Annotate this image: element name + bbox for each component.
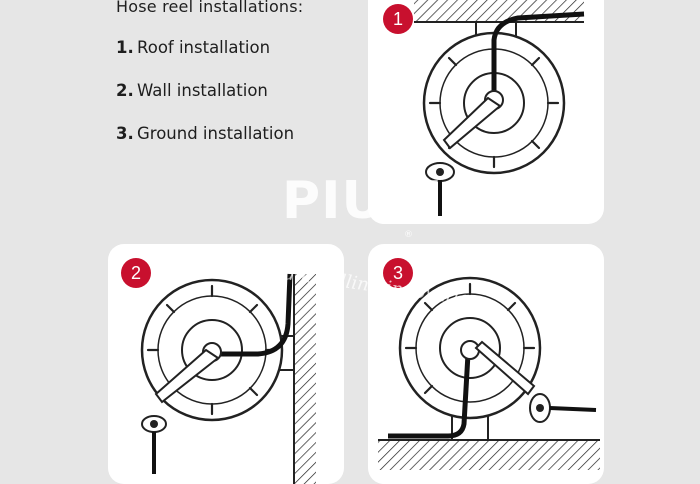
installation-list: 1. Roof installation 2. Wall installatio… <box>116 38 294 167</box>
roof-installation-card: 1 <box>368 0 604 224</box>
list-item-ground: 3. Ground installation <box>116 124 294 167</box>
list-label: Wall installation <box>137 81 268 100</box>
list-number: 1. <box>116 38 134 57</box>
list-item-wall: 2. Wall installation <box>116 81 294 124</box>
page-heading: Hose reel installations: <box>116 0 304 16</box>
step-badge: 2 <box>121 258 151 288</box>
step-badge: 3 <box>383 258 413 288</box>
roof-reel-illustration <box>414 0 585 216</box>
list-number: 3. <box>116 124 134 143</box>
ground-installation-card: 3 <box>368 244 604 484</box>
list-item-roof: 1. Roof installation <box>116 38 294 81</box>
list-label: Ground installation <box>137 124 295 143</box>
wall-reel-illustration <box>140 273 316 484</box>
list-label: Roof installation <box>137 38 271 57</box>
ground-reel-illustration <box>378 276 600 470</box>
watermark-registered-mark: ® <box>404 230 413 240</box>
step-badge: 1 <box>383 4 413 34</box>
list-number: 2. <box>116 81 134 100</box>
wall-installation-card: 2 <box>108 244 344 484</box>
